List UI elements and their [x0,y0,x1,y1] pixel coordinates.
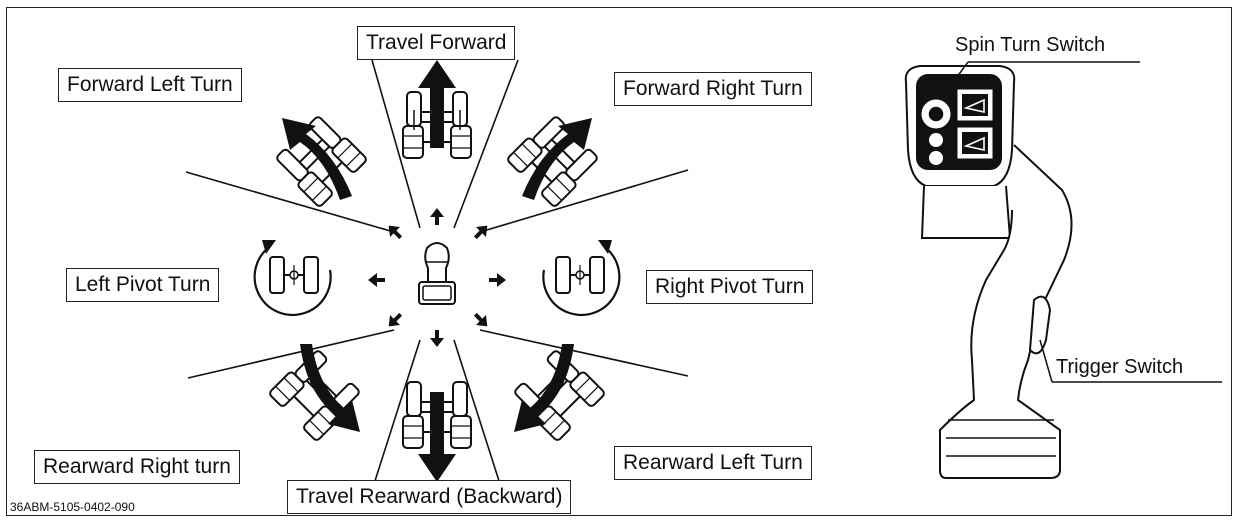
travel-forward-graphic [402,60,472,159]
right-pivot-turn-label: Right Pivot Turn [646,270,814,304]
forward-left-turn-label: Forward Left Turn [58,68,242,102]
travel-forward-label: Travel Forward [357,26,516,60]
travel-rearward-graphic [402,381,472,482]
right-pivot-turn-graphic [542,240,621,317]
spin-turn-switch-icon [921,99,951,129]
rearward-right-turn-graphic [267,344,365,443]
trigger-switch-callout: Trigger Switch [1056,356,1184,378]
rearward-left-turn-label: Rearward Left Turn [614,446,812,480]
rearward-left-turn-graphic [509,344,607,443]
forward-right-turn-graphic [505,111,603,209]
figure-code: 36ABM-5105-0402-090 [10,500,135,514]
joystick-icon [418,242,456,305]
forward-left-turn-graphic [271,111,369,209]
handle-buttons [929,89,993,165]
diagram-border [6,7,1232,516]
left-pivot-turn-label: Left Pivot Turn [66,268,220,302]
rearward-right-turn-label: Rearward Right turn [34,450,240,484]
travel-rearward-label: Travel Rearward (Backward) [287,480,572,514]
left-pivot-turn-graphic [253,240,332,317]
callout-lines [939,61,1222,383]
forward-right-turn-label: Forward Right Turn [614,72,812,106]
spin-turn-switch-callout: Spin Turn Switch [955,34,1106,56]
sector-dividers [185,59,689,485]
